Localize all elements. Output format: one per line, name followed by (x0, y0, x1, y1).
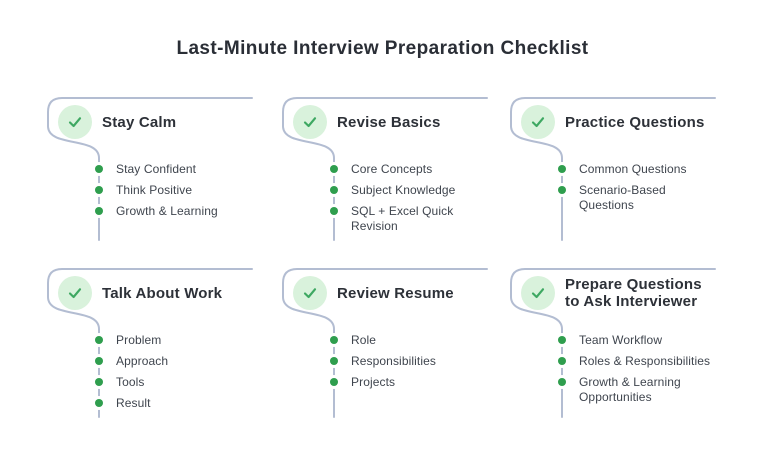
item-label: Approach (116, 354, 169, 368)
check-badge (58, 105, 92, 139)
item-label: Stay Confident (116, 162, 197, 176)
checkmark-icon (531, 288, 545, 299)
checkmark-icon (303, 117, 317, 128)
section-items: Core Concepts Subject Knowledge SQL + Ex… (330, 162, 493, 240)
item-label: Tools (116, 375, 145, 389)
checklist-section: Prepare Questions to Ask Interviewer Tea… (507, 265, 721, 445)
check-badge (58, 276, 92, 310)
item-label: Core Concepts (351, 162, 433, 176)
bullet-dot-icon (558, 336, 566, 344)
checklist-section: Review Resume Role Responsibilities Proj… (279, 265, 493, 445)
item-label: Projects (351, 375, 396, 389)
item-label: Result (116, 396, 151, 410)
section-items: Role Responsibilities Projects (330, 333, 493, 396)
bullet-dot-icon (330, 186, 338, 194)
bullet-dot-icon (95, 207, 103, 215)
connector-line (47, 268, 253, 418)
checklist-item: Problem (95, 333, 258, 348)
checkmark-icon (68, 288, 82, 299)
bullet-dot-icon (95, 165, 103, 173)
section-title: Review Resume (337, 284, 454, 302)
checklist-item: Stay Confident (95, 162, 258, 177)
item-label: Growth & Learning Opportunities (579, 375, 681, 404)
checklist-item: Team Workflow (558, 333, 721, 348)
checklist-item: Scenario-Based Questions (558, 183, 721, 213)
check-badge (521, 276, 555, 310)
item-label: Scenario-Based Questions (579, 183, 666, 212)
section-items: Problem Approach Tools Result (95, 333, 258, 417)
bullet-dot-icon (558, 186, 566, 194)
bullet-dot-icon (330, 336, 338, 344)
checklist-item: Growth & Learning (95, 204, 258, 219)
checklist-item: Roles & Responsibilities (558, 354, 721, 369)
checklist-item: Tools (95, 375, 258, 390)
checklist-item: Result (95, 396, 258, 411)
check-badge (293, 276, 327, 310)
section-items: Team Workflow Roles & Responsibilities G… (558, 333, 721, 411)
page-title: Last-Minute Interview Preparation Checkl… (176, 38, 589, 59)
connector-line (510, 97, 716, 241)
check-badge (521, 105, 555, 139)
section-items: Common Questions Scenario-Based Question… (558, 162, 721, 219)
connector-line (47, 97, 253, 241)
bullet-dot-icon (330, 378, 338, 386)
checklist-section: Stay Calm Stay Confident Think Positive … (44, 94, 258, 274)
check-badge (293, 105, 327, 139)
item-label: SQL + Excel Quick Revision (351, 204, 454, 233)
bullet-dot-icon (95, 336, 103, 344)
bullet-dot-icon (330, 165, 338, 173)
checkmark-icon (531, 117, 545, 128)
checklist-item: Think Positive (95, 183, 258, 198)
connector-line (510, 268, 716, 418)
checkmark-icon (68, 117, 82, 128)
bullet-dot-icon (330, 207, 338, 215)
connector-line (282, 268, 488, 418)
section-title: Talk About Work (102, 284, 223, 302)
checklist-item: Subject Knowledge (330, 183, 493, 198)
section-items: Stay Confident Think Positive Growth & L… (95, 162, 258, 225)
item-label: Subject Knowledge (351, 183, 456, 197)
section-title: Stay Calm (102, 113, 177, 131)
bullet-dot-icon (330, 357, 338, 365)
item-label: Responsibilities (351, 354, 436, 368)
bullet-dot-icon (95, 357, 103, 365)
item-label: Think Positive (116, 183, 193, 197)
connector-line (282, 97, 488, 241)
item-label: Team Workflow (579, 333, 663, 347)
checklist-item: Responsibilities (330, 354, 493, 369)
item-label: Problem (116, 333, 162, 347)
item-label: Growth & Learning (116, 204, 218, 218)
checklist-item: SQL + Excel Quick Revision (330, 204, 493, 234)
checklist-item: Common Questions (558, 162, 721, 177)
item-label: Role (351, 333, 377, 347)
checklist-item: Approach (95, 354, 258, 369)
checklist-section: Talk About Work Problem Approach Tools R… (44, 265, 258, 445)
item-label: Common Questions (579, 162, 687, 176)
checklist-item: Projects (330, 375, 493, 390)
checklist-section: Revise Basics Core Concepts Subject Know… (279, 94, 493, 274)
section-title: Practice Questions (565, 113, 705, 131)
checklist-item: Growth & Learning Opportunities (558, 375, 721, 405)
bullet-dot-icon (95, 378, 103, 386)
checklist-section: Practice Questions Common Questions Scen… (507, 94, 721, 274)
section-title: Revise Basics (337, 113, 441, 131)
bullet-dot-icon (95, 186, 103, 194)
bullet-dot-icon (558, 357, 566, 365)
checklist-item: Core Concepts (330, 162, 493, 177)
checklist-item: Role (330, 333, 493, 348)
item-label: Roles & Responsibilities (579, 354, 711, 368)
bullet-dot-icon (95, 399, 103, 407)
section-title: Prepare Questions to Ask Interviewer (565, 276, 702, 310)
bullet-dot-icon (558, 378, 566, 386)
bullet-dot-icon (558, 165, 566, 173)
checkmark-icon (303, 288, 317, 299)
